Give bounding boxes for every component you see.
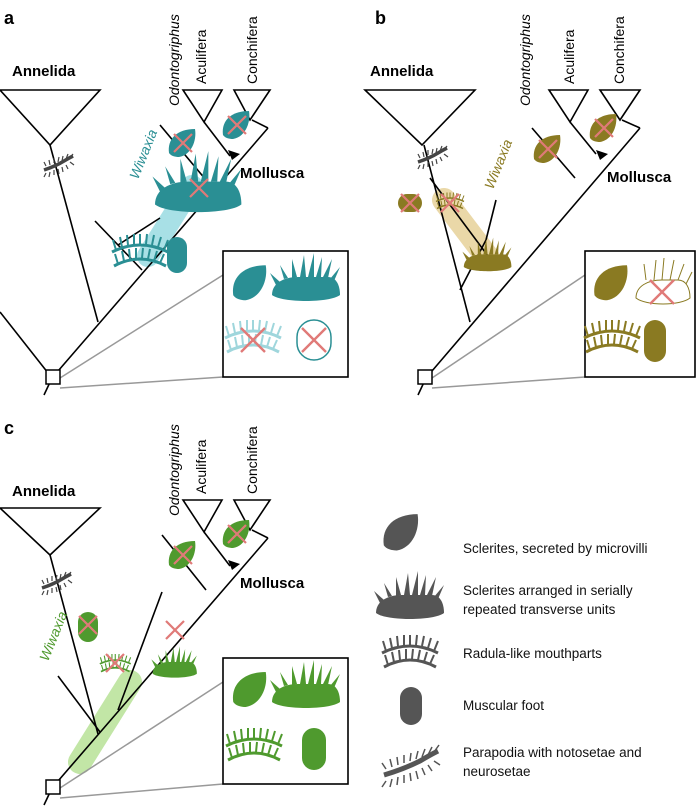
foot-icon [644,320,666,362]
panel-letter: c [4,418,14,438]
inset-node-marker [417,369,433,385]
odontogriphus-label: Odontogriphus [166,14,182,106]
panel-letter: a [4,8,15,28]
parapodia-icon [42,152,76,179]
panel-a: a Annelida Wiwaxia Odontogriphus Aculife… [0,8,349,396]
inset-box [584,250,696,378]
inset-node-marker [45,779,61,795]
parapodia-icon [416,144,450,171]
mollusca-marker-icon [228,150,240,160]
parapodia-icon [382,745,440,787]
odontogriphus-label: Odontogriphus [517,14,533,106]
serial-sclerites-spines [643,257,693,285]
tree-lines [0,89,272,396]
annelida-label: Annelida [12,483,76,500]
annelida-label: Annelida [370,63,434,80]
legend-label-foot: Muscular foot [463,698,544,713]
aculifera-label: Aculifera [561,29,577,84]
inset-connector [59,783,224,799]
inset-node-marker [45,369,61,385]
legend-label-serial-line2: repeated transverse units [463,602,616,617]
inset-connector [431,376,586,389]
conchifera-label: Conchifera [244,426,260,494]
parapodia-icon [40,570,74,597]
wiwaxia-label: Wiwaxia [126,127,160,181]
aculifera-label: Aculifera [193,29,209,84]
legend: Sclerites, secreted by microvilli Scleri… [374,514,648,787]
inset-connector [59,376,224,389]
serial-sclerites-icon [151,646,197,678]
mollusca-marker-icon [596,150,608,160]
mollusca-label: Mollusca [240,575,305,592]
aculifera-label: Aculifera [193,439,209,494]
sclerite-icon [383,514,419,551]
serial-sclerites-icon [374,571,444,619]
panel-letter: b [375,8,386,28]
mollusca-label: Mollusca [607,169,672,186]
inset-connector [59,274,224,379]
serial-sclerites-icon [635,279,691,305]
mollusca-label: Mollusca [240,165,305,182]
radula-icon [380,633,440,669]
foot-icon [400,687,422,725]
annelida-label: Annelida [12,63,76,80]
mollusca-marker-icon [228,560,240,570]
legend-label-sclerites: Sclerites, secreted by microvilli [463,541,648,556]
loss-cross-icon [164,619,186,641]
wiwaxia-highlight-band [432,188,500,270]
wiwaxia-label: Wiwaxia [36,609,70,663]
legend-label-parapodia-line1: Parapodia with notosetae and [463,745,642,760]
panel-b: b Annelida Wiwaxia Odontogriphus Aculife… [363,8,696,396]
wiwaxia-label: Wiwaxia [481,137,515,191]
conchifera-label: Conchifera [611,16,627,84]
legend-label-parapodia-line2: neurosetae [463,764,531,779]
panel-c: c Annelida Wiwaxia Odontogriphus Aculife… [0,418,349,806]
foot-icon [167,237,187,273]
foot-icon [302,728,326,770]
odontogriphus-label: Odontogriphus [166,424,182,516]
legend-label-radula: Radula-like mouthparts [463,646,602,661]
wiwaxia-highlight-band [68,670,142,774]
serial-sclerites-icon [152,151,242,213]
foot-icon [296,319,332,361]
inset-connector [59,681,224,789]
conchifera-label: Conchifera [244,16,260,84]
legend-label-serial-line1: Sclerites arranged in serially [463,583,633,598]
inset-connector [431,274,586,379]
